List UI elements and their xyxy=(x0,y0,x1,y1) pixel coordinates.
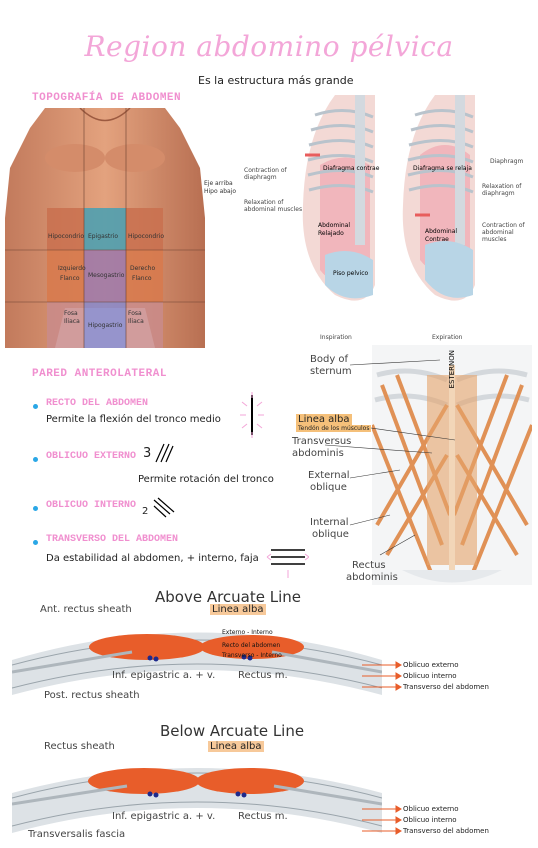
region-flanco-izq: Flanco xyxy=(60,275,80,282)
region-flanco-der: Flanco xyxy=(132,275,152,282)
wall-label-body-of: Body of xyxy=(310,354,349,365)
wall-label-internal-1: Internal xyxy=(310,517,349,528)
below-linea-alba: Linea alba xyxy=(208,741,264,752)
transverso-name: TRANSVERSO DEL ABDOMEN xyxy=(46,534,179,545)
bullet-transverso xyxy=(33,540,38,545)
above-externo-interno: Externo - Interno xyxy=(222,629,273,636)
wall-label-external-2: oblique xyxy=(310,482,347,493)
region-fosa-izq: Fosa xyxy=(64,310,78,317)
region-hipocondrio-der: Hipocondrio xyxy=(48,233,85,240)
expiration-figure xyxy=(402,95,475,301)
region-mesogastrio: Mesogastrio xyxy=(88,272,125,279)
inspiration-figure xyxy=(302,95,375,301)
label-abdominal-relajado-1: Abdominal xyxy=(318,222,351,229)
region-epigastrio: Epigastrio xyxy=(88,233,119,240)
oblicuo-externo-desc: Permite rotación del tronco xyxy=(138,474,274,485)
above-recto-abdomen: Recto del abdomen xyxy=(222,642,281,649)
transverso-lines-icon xyxy=(266,549,309,578)
above-legend-transverso: Transverso del abdomen xyxy=(403,683,489,691)
above-linea-alba: Linea alba xyxy=(210,604,266,615)
oblicuo-externo-name: OBLICUO EXTERNO xyxy=(46,451,137,462)
pared-heading: PARED ANTEROLATERAL xyxy=(32,368,167,380)
below-rectus-sheath: Rectus sheath xyxy=(44,741,115,752)
bullet-oblicuo-externo xyxy=(33,457,38,462)
recto-name: RECTO DEL ABDOMEN xyxy=(46,398,149,409)
below-rectus-m: Rectus m. xyxy=(238,811,288,822)
below-transversalis: Transversalis fascia xyxy=(28,829,126,840)
below-title: Below Arcuate Line xyxy=(160,722,305,740)
region-iliaca-izq: Iliaca xyxy=(64,318,80,325)
below-legend-transverso: Transverso del abdomen xyxy=(403,827,489,835)
wall-label-internal-2: oblique xyxy=(312,529,349,540)
above-transverso-interno: Transverso - Interno xyxy=(222,652,282,659)
label-diafragma-relaja: Diafragma se relaja xyxy=(413,165,472,172)
bullet-recto xyxy=(33,404,38,409)
label-abdominal-contrae-2: Contrae xyxy=(425,236,449,243)
oblicuo-interno-name: OBLICUO INTERNO xyxy=(46,500,137,511)
transverso-desc: Da estabilidad al abdomen, + interno, fa… xyxy=(46,553,259,564)
page-subtitle: Es la estructura más grande xyxy=(198,74,354,87)
page-title: Region abdomino pélvica xyxy=(84,30,454,63)
above-legend-arrows xyxy=(362,661,402,691)
region-fosa-der: Fosa xyxy=(128,310,142,317)
oblicuo-interno-mark: 2 xyxy=(142,506,149,517)
above-ant-sheath: Ant. rectus sheath xyxy=(40,604,132,615)
region-derecho: Derecho xyxy=(130,265,156,272)
label-diaphragm: Diaphragm xyxy=(490,158,524,165)
label-abdominal-contrae-1: Abdominal xyxy=(425,228,458,235)
below-legend-arrows xyxy=(362,805,402,835)
above-rectus-m: Rectus m. xyxy=(238,670,288,681)
wall-label-external-1: External xyxy=(308,470,350,481)
label-contraction-abdominal: Contraction of abdominal muscles xyxy=(482,222,525,243)
above-title: Above Arcuate Line xyxy=(155,588,302,606)
label-contraction-diaphragm: Contraction of diaphragm xyxy=(244,167,287,181)
label-expiration: Expiration xyxy=(432,334,463,341)
wall-label-transversus-2: abdominis xyxy=(292,448,344,459)
label-inspiration: Inspiration xyxy=(320,334,352,341)
oblicuo-interno-lines-icon xyxy=(153,497,175,518)
label-relaxation-abdominal: Relaxation of abdominal muscles xyxy=(244,199,303,213)
above-post-sheath: Post. rectus sheath xyxy=(44,690,140,701)
recto-arrows-icon xyxy=(240,392,264,438)
oblicuo-externo-lines-icon xyxy=(155,443,174,463)
below-arcuate-figure xyxy=(12,768,382,833)
region-izquierdo: Izquierdo xyxy=(58,265,86,272)
recto-desc: Permite la flexión del tronco medio xyxy=(46,414,221,425)
region-grid xyxy=(5,108,205,348)
wall-label-sternum: sternum xyxy=(310,366,352,377)
bullet-oblicuo-interno xyxy=(33,506,38,511)
note-hipo-abajo: Hipo abajo xyxy=(204,188,237,195)
region-iliaca-der: Iliaca xyxy=(128,318,144,325)
above-arcuate-figure xyxy=(12,632,382,695)
torso-illustration xyxy=(5,108,205,348)
above-epigastric: Inf. epigastric a. + v. xyxy=(112,670,216,681)
wall-label-rectus-1: Rectus xyxy=(352,560,386,571)
topografia-heading: TOPOGRAFÍA DE ABDOMEN xyxy=(32,92,182,104)
above-legend-oblicuo-interno: Oblicuo interno xyxy=(403,672,457,680)
wall-label-transversus-1: Transversus xyxy=(292,436,352,447)
below-legend-oblicuo-externo: Oblicuo externo xyxy=(403,805,459,813)
region-hipocondrio-izq: Hipocondrio xyxy=(128,233,165,240)
label-piso-pelvico: Piso pelvico xyxy=(333,270,369,277)
above-legend-oblicuo-externo: Oblicuo externo xyxy=(403,661,459,669)
wall-label-rectus-2: abdominis xyxy=(346,572,398,583)
label-abdominal-relajado-2: Relajado xyxy=(318,230,344,237)
wall-label-esternon: ESTERNON xyxy=(448,350,456,389)
region-hipogastrio: Hipogastrio xyxy=(88,322,123,329)
below-epigastric: Inf. epigastric a. + v. xyxy=(112,811,216,822)
wall-label-tendon: Tendón de los músculos xyxy=(296,425,372,432)
below-legend-oblicuo-interno: Oblicuo interno xyxy=(403,816,457,824)
wall-label-linea-alba: Linea alba xyxy=(296,414,352,425)
note-eje-arriba: Eje arriba xyxy=(204,180,233,187)
oblicuo-externo-mark: 3 xyxy=(143,446,152,461)
label-diafragma-contrae: Diafragma contrae xyxy=(323,165,380,172)
label-relaxation-diaphragm: Relaxation of diaphragm xyxy=(482,183,522,197)
